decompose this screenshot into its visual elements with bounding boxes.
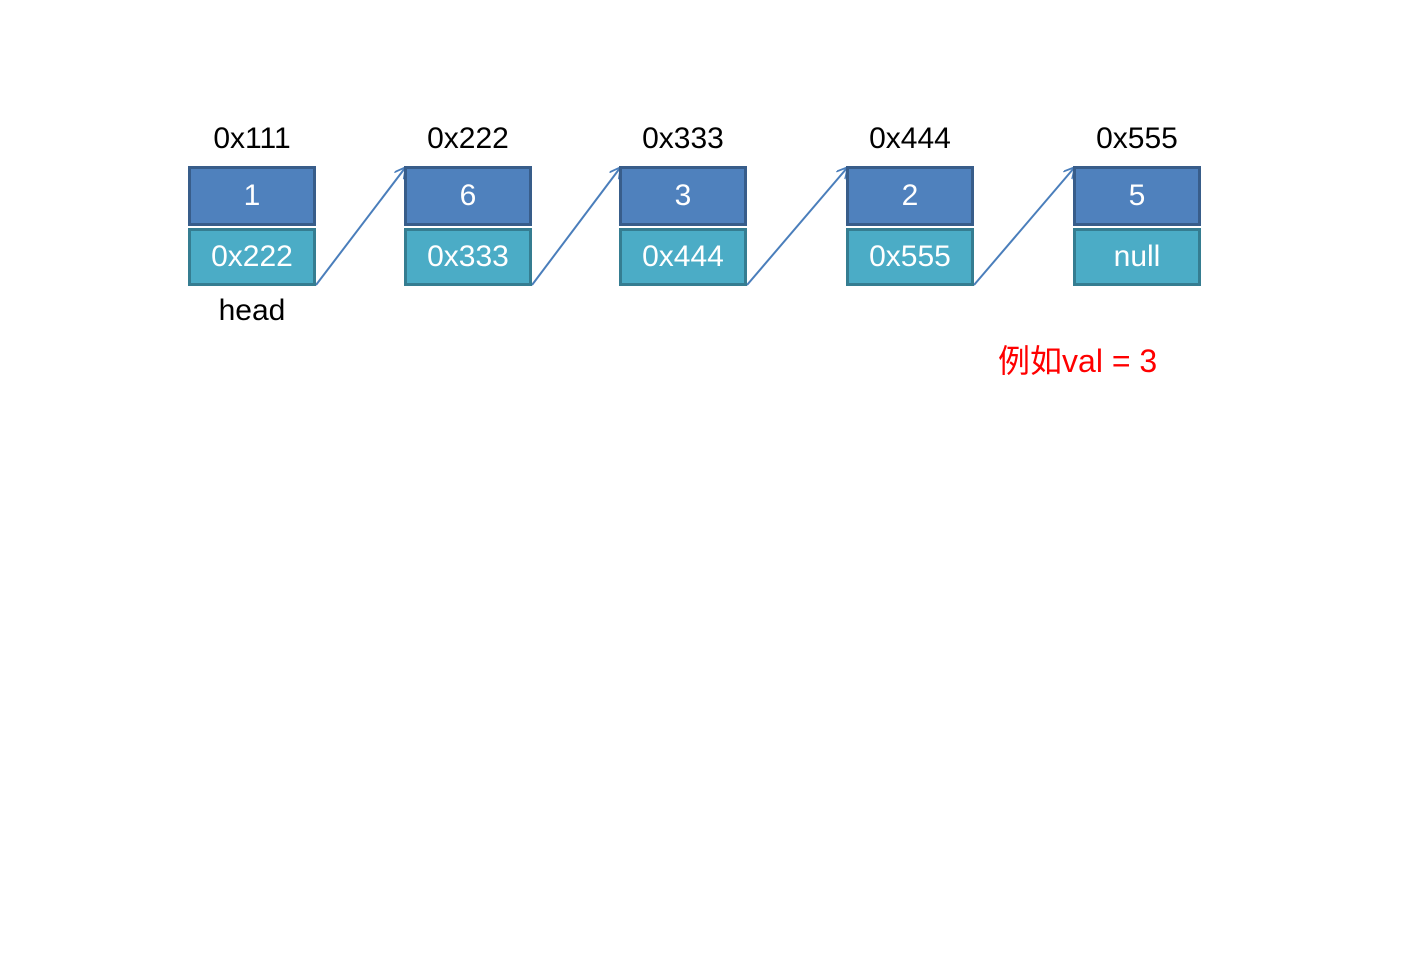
pointer-arrow-1 xyxy=(315,168,405,286)
example-note-text: val = 3 xyxy=(1062,343,1158,379)
example-note-prefix: 例如 xyxy=(998,342,1063,380)
node-next-pointer-cell: 0x333 xyxy=(404,228,532,286)
node-address: 0x111 xyxy=(213,122,291,155)
node-address: 0x555 xyxy=(1096,122,1178,155)
pointer-arrow-3 xyxy=(746,168,847,286)
node-address: 0x444 xyxy=(869,122,951,155)
node-value-cell: 6 xyxy=(404,166,532,226)
node-value-cell: 5 xyxy=(1073,166,1201,226)
list-node-2: 0x222 6 0x333 xyxy=(404,122,532,286)
node-next-pointer-cell: 0x444 xyxy=(619,228,747,286)
node-next-pointer-cell: null xyxy=(1073,228,1201,286)
list-node-1: 0x111 1 0x222 head xyxy=(188,122,316,327)
example-note: 例如val = 3 xyxy=(998,336,1157,382)
pointer-arrow-2 xyxy=(531,168,620,286)
head-label: head xyxy=(218,294,286,327)
list-node-5: 0x555 5 null xyxy=(1073,122,1201,286)
node-value-cell: 1 xyxy=(188,166,316,226)
node-next-pointer-cell: 0x555 xyxy=(846,228,974,286)
node-next-pointer-cell: 0x222 xyxy=(188,228,316,286)
node-value-cell: 3 xyxy=(619,166,747,226)
node-address: 0x222 xyxy=(427,122,509,155)
list-node-4: 0x444 2 0x555 xyxy=(846,122,974,286)
pointer-arrow-4 xyxy=(973,168,1074,286)
node-address: 0x333 xyxy=(642,122,724,155)
list-node-3: 0x333 3 0x444 xyxy=(619,122,747,286)
node-value-cell: 2 xyxy=(846,166,974,226)
